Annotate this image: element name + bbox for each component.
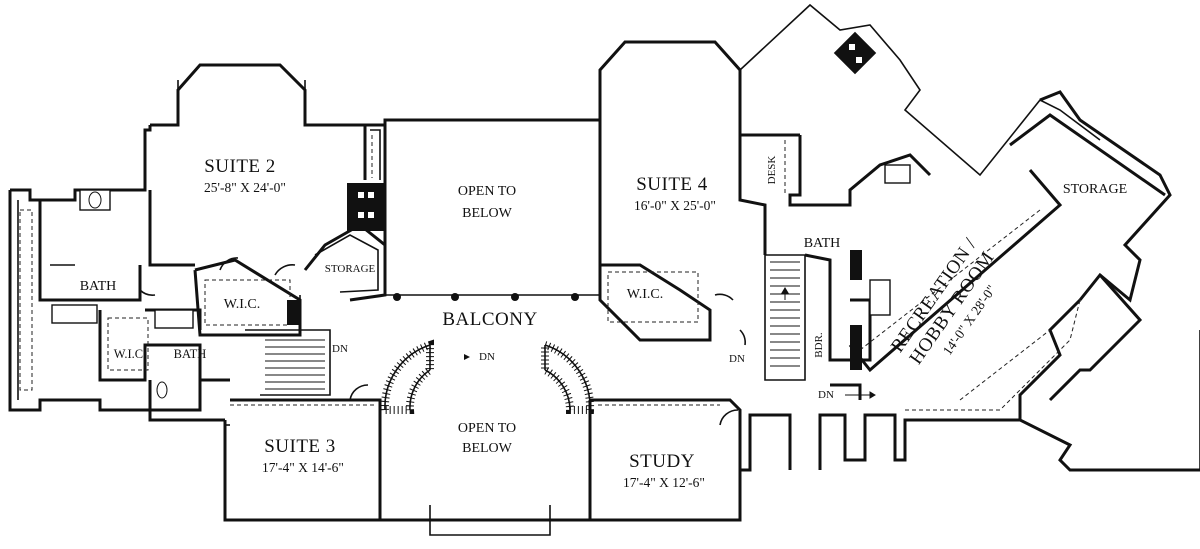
room-labels: SUITE 2 25'-8" X 24'-0" OPEN TO BELOW SU…	[80, 156, 1127, 490]
interior-walls	[38, 125, 872, 412]
door-swings	[139, 257, 746, 426]
bath-fixtures	[51, 164, 911, 399]
right-staircase	[770, 261, 800, 367]
dn-far-right-label: DN	[818, 389, 834, 401]
exterior-walls	[8, 3, 1200, 536]
storage-right-label: STORAGE	[1063, 182, 1127, 197]
storage-mid-label: STORAGE	[325, 263, 376, 275]
chimneys-and-columns	[287, 31, 877, 370]
dn-right-label: DN	[729, 353, 745, 365]
bath-right-label: BATH	[804, 236, 841, 251]
bdr-label: BDR.	[813, 332, 825, 358]
open-below-top-line2: BELOW	[462, 206, 513, 221]
curved-staircase	[380, 339, 595, 414]
open-below-bottom-line1: OPEN TO	[458, 421, 516, 436]
stair-labels: DN DN DN DN	[332, 287, 876, 401]
wic-left-label: W.I.C.	[224, 297, 260, 312]
wic-suite4-label: W.I.C.	[627, 287, 663, 302]
dn-center-label: DN	[479, 351, 495, 363]
dn-left-label: DN	[332, 343, 348, 355]
bath-left-label: BATH	[80, 279, 117, 294]
suite4-dims: 16'-0" X 25'-0"	[634, 198, 716, 213]
left-staircase	[265, 339, 325, 390]
suite3-name: SUITE 3	[264, 436, 336, 457]
dashed-lines	[19, 135, 1081, 411]
desk-label: DESK	[766, 156, 778, 185]
open-below-bottom-line2: BELOW	[462, 441, 513, 456]
suite3-dims: 17'-4" X 14'-6"	[262, 460, 344, 475]
balcony-label: BALCONY	[442, 309, 537, 330]
wic-bath-bath-label: BATH	[174, 347, 207, 361]
study-name: STUDY	[629, 451, 695, 472]
study-dims: 17'-4" X 12'-6"	[623, 475, 705, 490]
suite2-dims: 25'-8" X 24'-0"	[204, 180, 286, 195]
open-below-top-line1: OPEN TO	[458, 184, 516, 199]
wic-bath-wic-label: W.I.C.	[114, 347, 147, 361]
suite2-name: SUITE 2	[204, 156, 276, 177]
suite4-name: SUITE 4	[636, 174, 708, 195]
